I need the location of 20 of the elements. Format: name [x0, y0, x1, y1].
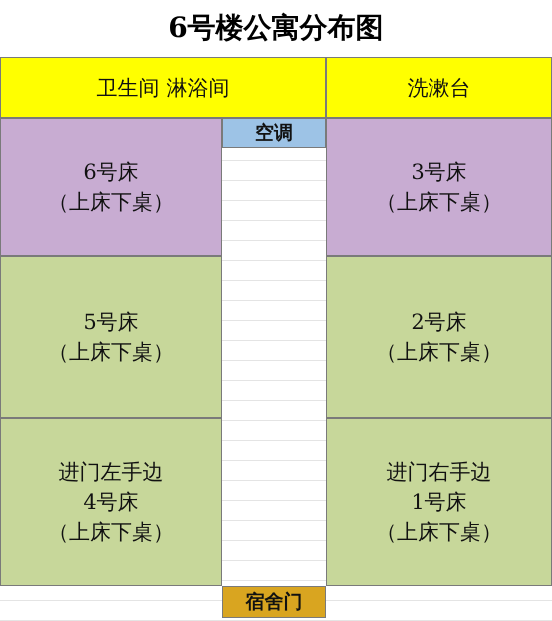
area-label: 进门右手边1号床（上床下桌）: [376, 459, 502, 546]
area-label: 空调: [255, 122, 293, 144]
bed-area: [0, 418, 222, 586]
washroom-area: [0, 57, 326, 118]
bed-area: [326, 118, 552, 256]
area-label: 卫生间 淋浴间: [96, 74, 230, 102]
area-label: 5号床（上床下桌）: [48, 309, 174, 366]
area-label: 洗漱台: [408, 74, 470, 102]
area-label: 2号床（上床下桌）: [376, 309, 502, 366]
area-label: 6号床（上床下桌）: [48, 159, 174, 216]
bed-area: [326, 418, 552, 586]
washbasin-area: [326, 57, 552, 118]
bed-area: [0, 118, 222, 256]
area-label: 进门左手边4号床（上床下桌）: [48, 459, 174, 546]
area-label: 宿舍门: [246, 591, 302, 613]
bed-area: [0, 256, 222, 418]
bed-area: [326, 256, 552, 418]
air-conditioner-area: [222, 118, 326, 148]
door-area: [222, 586, 326, 618]
area-label: 3号床（上床下桌）: [376, 159, 502, 216]
